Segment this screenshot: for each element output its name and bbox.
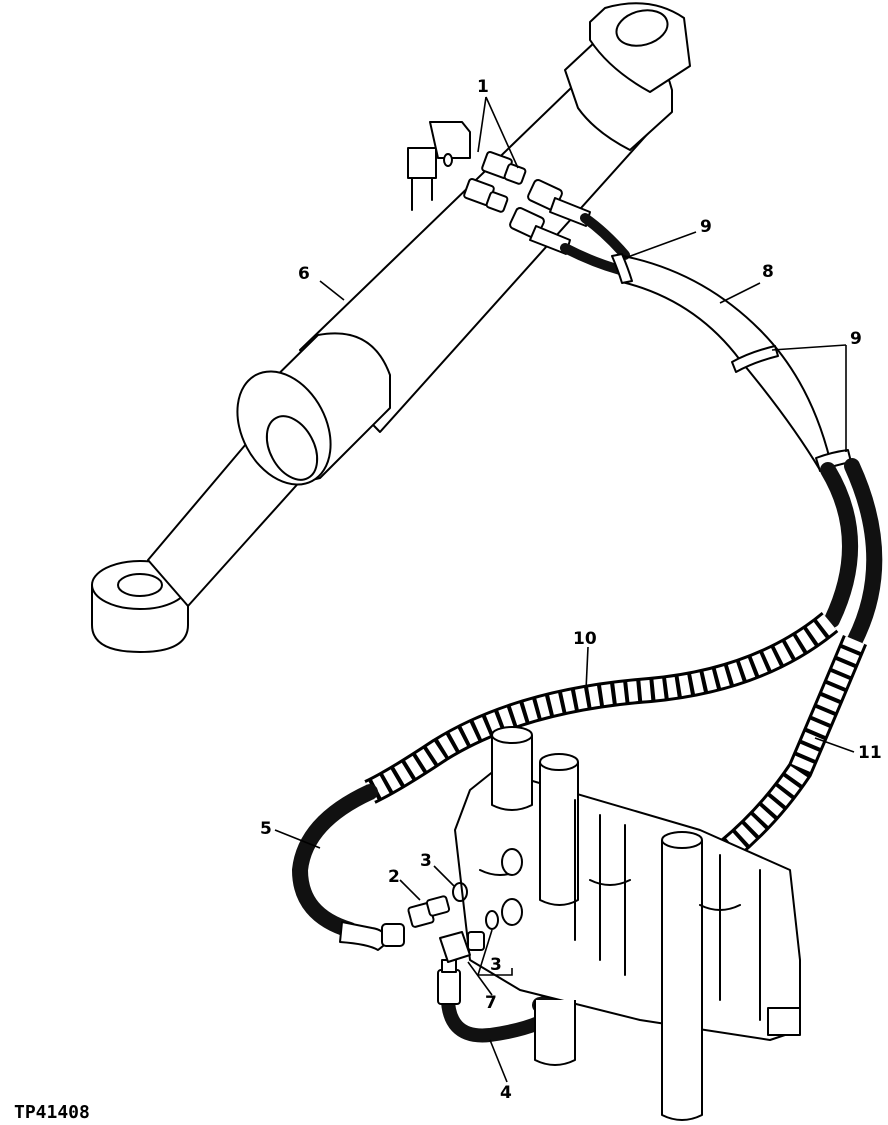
hose-pair-black-upper [560,213,630,275]
callout-3-lower: 3 [490,955,502,975]
hose-5 [291,784,405,951]
mounting-bracket [407,121,471,211]
band-clamp-middle [731,345,779,373]
o-ring-3-upper [452,882,468,902]
valve-port-upper [501,848,523,876]
elbow-fitting-7 [439,931,485,963]
callout-3-upper: 3 [420,851,432,871]
hose-guard-11 [719,634,867,860]
callout-2: 2 [388,867,400,887]
hose-guard-10 [364,611,839,804]
callout-6: 6 [298,264,310,284]
callout-4: 4 [500,1083,512,1103]
callout-7: 7 [485,993,497,1013]
callout-9-lower: 9 [850,329,862,349]
leader-lines [274,96,855,1083]
hose-end-lower [509,207,571,255]
figure-id: TP41408 [14,1102,90,1123]
valve-port-lower [501,898,523,926]
cylinder-head-eye [589,2,691,93]
hose-5-elbow [339,921,405,951]
cylinder-port-fittings [463,151,591,255]
protective-sleeve [617,254,831,471]
callout-10: 10 [573,629,597,649]
hose-4-fitting [437,959,461,1005]
fitting-lower [463,178,509,213]
callout-11: 11 [858,743,882,763]
cylinder-gland [236,332,391,486]
callout-5: 5 [260,819,272,839]
valve-spool [491,735,533,811]
callouts: 1 9 8 6 9 10 11 5 3 2 3 7 4 [260,77,882,1103]
callout-1: 1 [477,77,489,97]
control-valve-bank [454,726,801,1121]
hydraulic-cylinder [91,2,691,653]
hose-end-upper [527,179,591,227]
band-clamps [611,253,852,472]
band-clamp-top [611,253,633,284]
connector-2 [407,895,451,928]
o-ring-3-lower [485,910,499,930]
callout-8: 8 [762,262,774,282]
hose-pair-black-lower [820,458,883,648]
callout-9-upper: 9 [700,217,712,237]
